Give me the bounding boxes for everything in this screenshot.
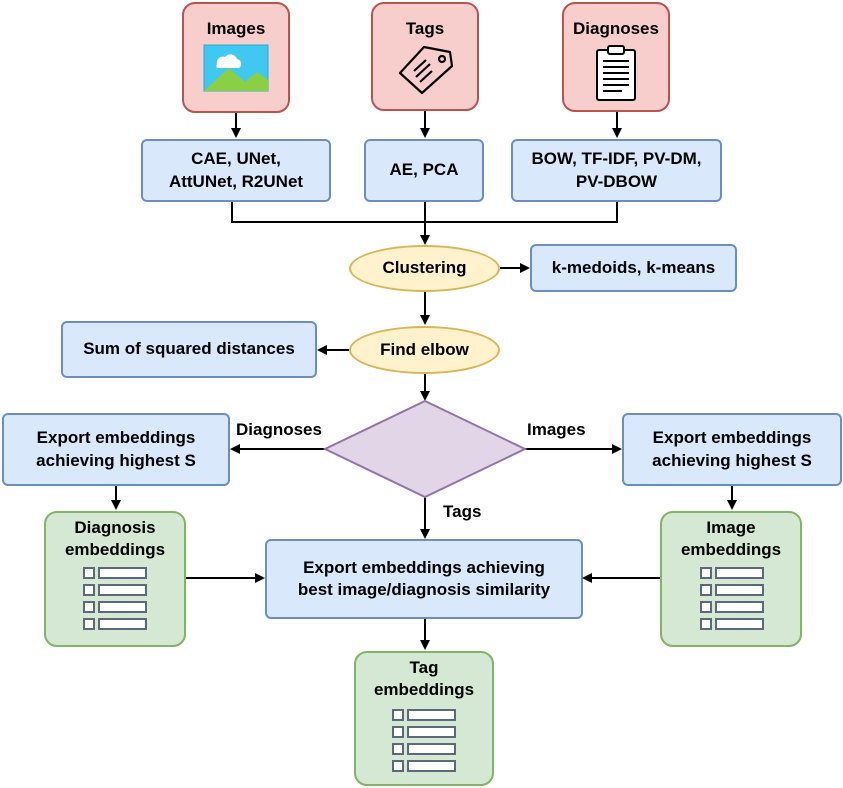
tag-methods-line-1: AE, PCA [389,160,459,180]
branch-label-tags: Tags [443,502,482,521]
export-left-line-2: achieving highest S [36,450,196,470]
diagnosis-embeddings-line-2: embeddings [64,540,166,560]
decision-line-2: evaluated? [380,450,470,469]
image-methods: CAE, UNet, AttUNet, R2UNet [141,139,331,202]
export-center-line-1: Export embeddings achieving [303,557,545,577]
clustering-algorithms: k-medoids, k-means [530,244,737,292]
tag-embeddings: Tag embeddings [354,651,494,786]
find-elbow-node: Find elbow [349,326,500,374]
clustering-node: Clustering [349,245,500,292]
branch-label-images: Images [527,420,586,439]
export-right-line-1: Export embeddings [652,428,812,448]
decision-label: What is being evaluated? [326,424,524,474]
image-methods-line-1: CAE, UNet, [191,149,281,169]
export-left-line-1: Export embeddings [36,428,196,448]
input-diagnoses: Diagnoses [562,2,670,112]
clustering-label: Clustering [382,258,467,278]
sum-squared-distances-label: Sum of squared distances [83,339,295,359]
find-elbow-label: Find elbow [380,339,469,359]
tag-embeddings-line-2: embeddings [373,680,475,700]
export-left: Export embeddings achieving highest S [2,413,230,486]
sum-squared-distances: Sum of squared distances [61,321,317,378]
input-images-label: Images [206,19,266,38]
decision-line-1: What is being [369,427,481,447]
clustering-algorithms-label: k-medoids, k-means [551,257,716,277]
tag-methods: AE, PCA [364,139,484,202]
diagnosis-embeddings: Diagnosis embeddings [44,511,186,647]
export-center-line-2: best image/diagnosis similarity [297,580,551,599]
diagnosis-methods: BOW, TF-IDF, PV-DM, PV-DBOW [511,139,722,202]
branch-label-diagnoses: Diagnoses [236,420,322,439]
export-right-line-2: achieving highest S [652,450,812,470]
diagnosis-methods-line-2: PV-DBOW [575,171,658,191]
input-tags-label: Tags [405,19,445,38]
input-images: Images [182,2,290,113]
tag-icon [398,46,454,95]
clipboard-icon [596,45,636,102]
diagnosis-embeddings-line-1: Diagnosis [74,518,156,537]
diagnosis-methods-line-1: BOW, TF-IDF, PV-DM, [531,149,702,169]
image-icon [203,44,269,92]
merge-line [231,202,618,223]
input-tags: Tags [371,2,479,111]
export-right: Export embeddings achieving highest S [622,413,842,486]
export-center: Export embeddings achieving best image/d… [265,539,583,619]
image-embeddings-line-2: embeddings [680,540,782,560]
tag-embeddings-line-1: Tag [409,658,439,677]
image-embeddings: Image embeddings [660,511,802,647]
image-methods-line-2: AttUNet, R2UNet [168,171,304,191]
image-embeddings-line-1: Image [706,518,756,537]
input-diagnoses-label: Diagnoses [573,19,659,38]
